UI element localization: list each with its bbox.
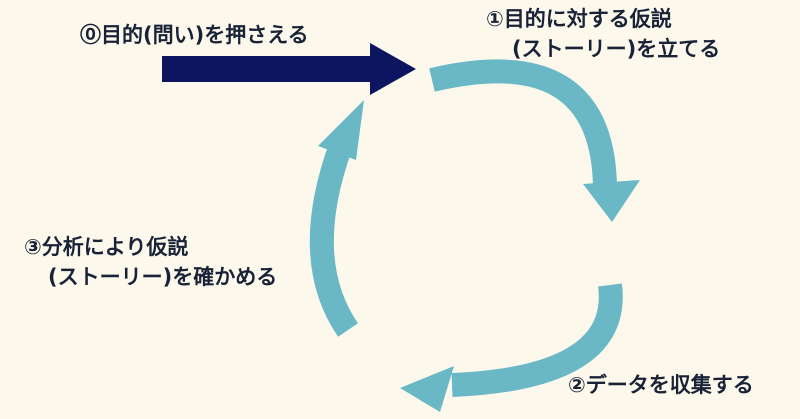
step-1-line-1: ①目的に対する仮説 xyxy=(486,7,672,31)
step-0-label: ⓪目的(問い)を押さえる xyxy=(80,20,309,50)
step-1-line-2: (ストーリー)を立てる xyxy=(512,37,721,61)
cycle-arrow-2 xyxy=(400,283,623,412)
step-3-label: ③分析により仮説 (ストーリー)を確かめる xyxy=(24,232,277,292)
cycle-arrow-3 xyxy=(309,100,364,337)
step-2-label: ②データを収集する xyxy=(568,370,754,400)
entry-arrow xyxy=(162,43,416,95)
step-3-line-1: ③分析により仮説 xyxy=(24,235,189,259)
step-1-label: ①目的に対する仮説 (ストーリー)を立てる xyxy=(486,4,720,64)
step-2-text: ②データを収集する xyxy=(568,373,754,397)
step-3-line-2: (ストーリー)を確かめる xyxy=(48,265,278,289)
cycle-arrow-1 xyxy=(429,59,640,222)
step-0-text: ⓪目的(問い)を押さえる xyxy=(80,23,309,47)
